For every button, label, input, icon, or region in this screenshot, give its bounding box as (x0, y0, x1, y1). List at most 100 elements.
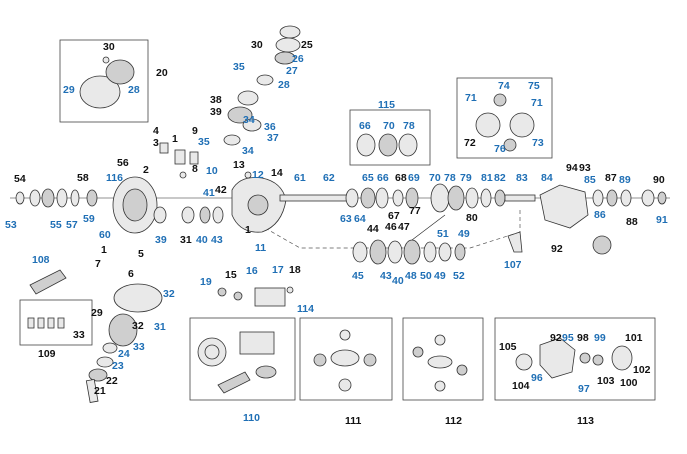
fastener-set-109 (27, 317, 65, 329)
callout-label-99: 99 (594, 332, 606, 344)
axle-shaft (279, 194, 351, 202)
callout-label-32: 32 (163, 288, 175, 300)
callout-label-43: 43 (211, 234, 223, 246)
callout-label-78: 78 (444, 172, 456, 184)
callout-label-108: 108 (32, 254, 50, 266)
inset-box-113 (494, 317, 656, 401)
bracket-107 (507, 231, 612, 255)
callout-label-90: 90 (653, 174, 665, 186)
callout-label-53: 53 (5, 219, 17, 231)
callout-label-59: 59 (83, 213, 95, 225)
callout-label-89: 89 (619, 174, 631, 186)
housing-set-113 (515, 337, 633, 379)
callout-label-48: 48 (405, 270, 417, 282)
pinion-gear-stack (223, 25, 301, 146)
callout-label-102: 102 (633, 364, 651, 376)
callout-label-32: 32 (132, 320, 144, 332)
callout-label-27: 27 (286, 65, 298, 77)
callout-label-83: 83 (516, 172, 528, 184)
callout-label-8: 8 (192, 163, 198, 175)
callout-label-73: 73 (532, 137, 544, 149)
right-gear-train (345, 183, 667, 229)
callout-label-72: 72 (464, 137, 476, 149)
callout-label-56: 56 (117, 157, 129, 169)
callout-label-46: 46 (385, 221, 397, 233)
callout-label-29: 29 (91, 307, 103, 319)
callout-label-66: 66 (377, 172, 389, 184)
bolt-108 (29, 269, 67, 295)
callout-label-112: 112 (445, 415, 462, 427)
callout-label-96: 96 (531, 372, 543, 384)
callout-label-101: 101 (625, 332, 643, 344)
callout-label-18: 18 (289, 264, 301, 276)
inset-box-115 (349, 109, 431, 166)
callout-label-26: 26 (292, 53, 304, 65)
callout-label-87: 87 (605, 172, 617, 184)
callout-label-3: 3 (153, 137, 159, 149)
callout-label-13: 13 (233, 159, 245, 171)
callout-label-38: 38 (210, 94, 222, 106)
axle-housing (231, 171, 287, 233)
callout-label-85: 85 (584, 174, 596, 186)
callout-label-49: 49 (458, 228, 470, 240)
callout-label-68: 68 (395, 172, 407, 184)
inset-71-spider (475, 93, 535, 152)
lower-gear-row (352, 214, 466, 265)
callout-label-92: 92 (550, 332, 562, 344)
callout-label-24: 24 (118, 348, 130, 360)
callout-label-60: 60 (99, 229, 111, 241)
callout-label-31: 31 (180, 234, 192, 246)
ring-gear-assembly (85, 283, 163, 403)
inset-115-parts (356, 133, 418, 157)
callout-label-111: 111 (345, 415, 362, 427)
callout-label-17: 17 (272, 264, 284, 276)
callout-label-33: 33 (73, 329, 85, 341)
callout-label-4: 4 (153, 125, 159, 137)
callout-label-40: 40 (196, 234, 208, 246)
callout-label-34: 34 (242, 145, 254, 157)
callout-label-95: 95 (562, 332, 574, 344)
callout-label-35: 35 (233, 61, 245, 73)
callout-label-36: 36 (264, 121, 276, 133)
callout-label-70: 70 (429, 172, 441, 184)
callout-label-21: 21 (94, 385, 106, 397)
bracket-parts (159, 142, 199, 179)
callout-label-31: 31 (154, 321, 166, 333)
callout-label-47: 47 (398, 221, 410, 233)
callout-label-88: 88 (626, 216, 638, 228)
callout-label-57: 57 (66, 219, 78, 231)
callout-label-70: 70 (383, 120, 395, 132)
callout-label-34: 34 (243, 114, 255, 126)
differential-case-inset (79, 56, 135, 109)
spider-gear-set-112 (412, 334, 468, 392)
callout-label-97: 97 (578, 383, 590, 395)
callout-label-100: 100 (620, 377, 638, 389)
callout-label-114: 114 (297, 303, 314, 315)
callout-label-52: 52 (453, 270, 465, 282)
gasket-set-110 (197, 331, 277, 394)
callout-label-61: 61 (294, 172, 306, 184)
callout-label-69: 69 (408, 172, 420, 184)
callout-label-110: 110 (243, 412, 260, 424)
callout-label-37: 37 (267, 132, 279, 144)
inset-box-112 (402, 317, 484, 401)
callout-label-109: 109 (38, 348, 56, 360)
callout-label-92: 92 (551, 243, 563, 255)
callout-label-33: 33 (133, 341, 145, 353)
callout-label-75: 75 (528, 80, 540, 92)
callout-label-22: 22 (106, 375, 118, 387)
callout-label-1: 1 (101, 244, 107, 256)
inset-box-111 (299, 317, 393, 401)
callout-label-49: 49 (434, 270, 446, 282)
callout-label-39: 39 (155, 234, 167, 246)
callout-label-115: 115 (378, 99, 395, 111)
callout-label-41: 41 (203, 187, 215, 199)
callout-label-35: 35 (198, 136, 210, 148)
callout-label-50: 50 (420, 270, 432, 282)
callout-label-40: 40 (392, 275, 404, 287)
left-bearing-set (15, 188, 224, 224)
callout-label-5: 5 (138, 248, 144, 260)
callout-label-28: 28 (128, 84, 140, 96)
callout-label-71: 71 (531, 97, 543, 109)
